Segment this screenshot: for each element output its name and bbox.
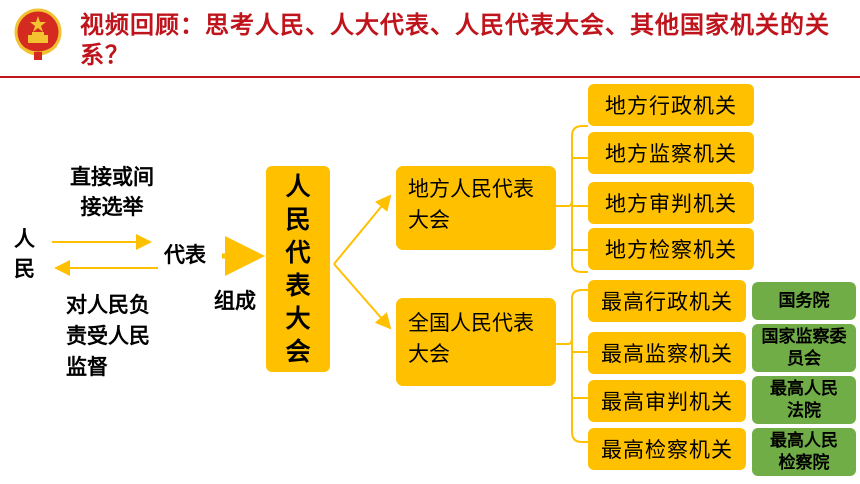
arrow-to-local (333, 194, 392, 265)
local-organ-procuratorial: 地方检察机关 (588, 228, 754, 270)
national-emblem-icon (14, 8, 62, 60)
title-bar: 视频回顾：思考人民、人大代表、人民代表大会、其他国家机关的关系？ (0, 0, 860, 80)
central-organ-procuratorial: 最高检察机关 (588, 428, 746, 470)
compose-label: 组成 (214, 289, 256, 313)
national-congress-box: 全国人民代表大会 (396, 298, 556, 386)
local-congress-box: 地方人民代表大会 (396, 166, 556, 250)
bracket-national (556, 289, 588, 443)
npc-vertical-box: 人民代表大会 (266, 166, 330, 372)
duty-label: 对人民负责受人民监督 (66, 293, 150, 379)
npc-vertical-text: 人民代表大会 (285, 172, 311, 366)
bracket-local (556, 125, 588, 273)
local-organ-supervisory: 地方监察机关 (588, 132, 754, 174)
deputies-label: 代表 (164, 243, 206, 267)
page-title: 视频回顾：思考人民、人大代表、人民代表大会、其他国家机关的关系？ (80, 11, 830, 69)
central-organ-supervisory: 最高监察机关 (588, 332, 746, 374)
supreme-procuratorate-box: 最高人民检察院 (752, 428, 856, 476)
central-organ-administrative: 最高行政机关 (588, 280, 746, 322)
people-label: 人民 (14, 227, 35, 281)
central-organ-judicial: 最高审判机关 (588, 380, 746, 422)
state-council-box: 国务院 (752, 282, 856, 320)
title-divider (0, 76, 860, 78)
supreme-court-box: 最高人民法院 (752, 376, 856, 424)
election-label: 直接或间接选举 (70, 165, 154, 219)
arrow-to-national (333, 263, 392, 330)
supervisory-commission-box: 国家监察委员会 (752, 324, 856, 372)
local-organ-administrative: 地方行政机关 (588, 84, 754, 126)
local-organ-judicial: 地方审判机关 (588, 182, 754, 224)
